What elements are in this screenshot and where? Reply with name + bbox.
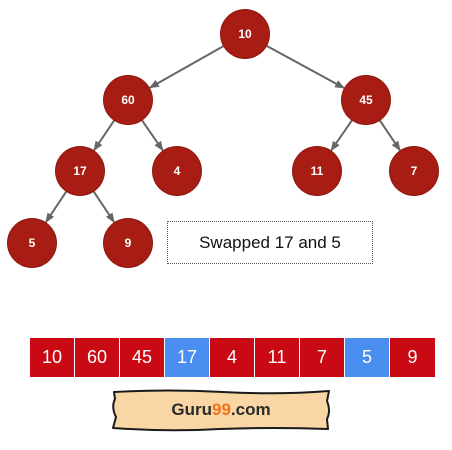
logo-banner-shape xyxy=(112,389,330,432)
tree-edge-arrow xyxy=(378,119,401,152)
array-cell: 9 xyxy=(390,338,435,377)
tree-edges xyxy=(45,44,401,224)
tree-node: 9 xyxy=(104,219,152,267)
tree-node: 5 xyxy=(8,219,56,267)
tree-edge-arrow xyxy=(45,190,68,224)
tree-node: 4 xyxy=(153,147,201,195)
tree-node: 11 xyxy=(293,147,341,195)
tree-edge-arrow xyxy=(93,119,116,152)
tree-edge-arrow xyxy=(265,44,345,89)
logo-accent: 99 xyxy=(212,400,231,419)
array-cell: 45 xyxy=(120,338,165,377)
array-cell: 17 xyxy=(165,338,210,377)
tree-node: 10 xyxy=(221,10,269,58)
tree-node: 17 xyxy=(56,147,104,195)
array-cell: 10 xyxy=(30,338,75,377)
tree-edge-arrow xyxy=(148,44,225,89)
heap-array: 10 60 45 17 4 11 7 5 9 xyxy=(30,338,435,377)
array-cell: 5 xyxy=(345,338,390,377)
swap-callout: Swapped 17 and 5 xyxy=(167,221,373,264)
array-cell: 60 xyxy=(75,338,120,377)
array-cell: 4 xyxy=(210,338,255,377)
array-cell: 7 xyxy=(300,338,345,377)
logo-prefix: Guru xyxy=(171,400,212,419)
tree-edge-arrow xyxy=(330,119,354,152)
tree-node: 60 xyxy=(104,76,152,124)
tree-node: 7 xyxy=(390,147,438,195)
tree-edge-arrow xyxy=(140,119,164,152)
array-cell: 11 xyxy=(255,338,300,377)
tree-node: 45 xyxy=(342,76,390,124)
logo-suffix: .com xyxy=(230,400,271,419)
tree-edge-arrow xyxy=(92,190,115,224)
